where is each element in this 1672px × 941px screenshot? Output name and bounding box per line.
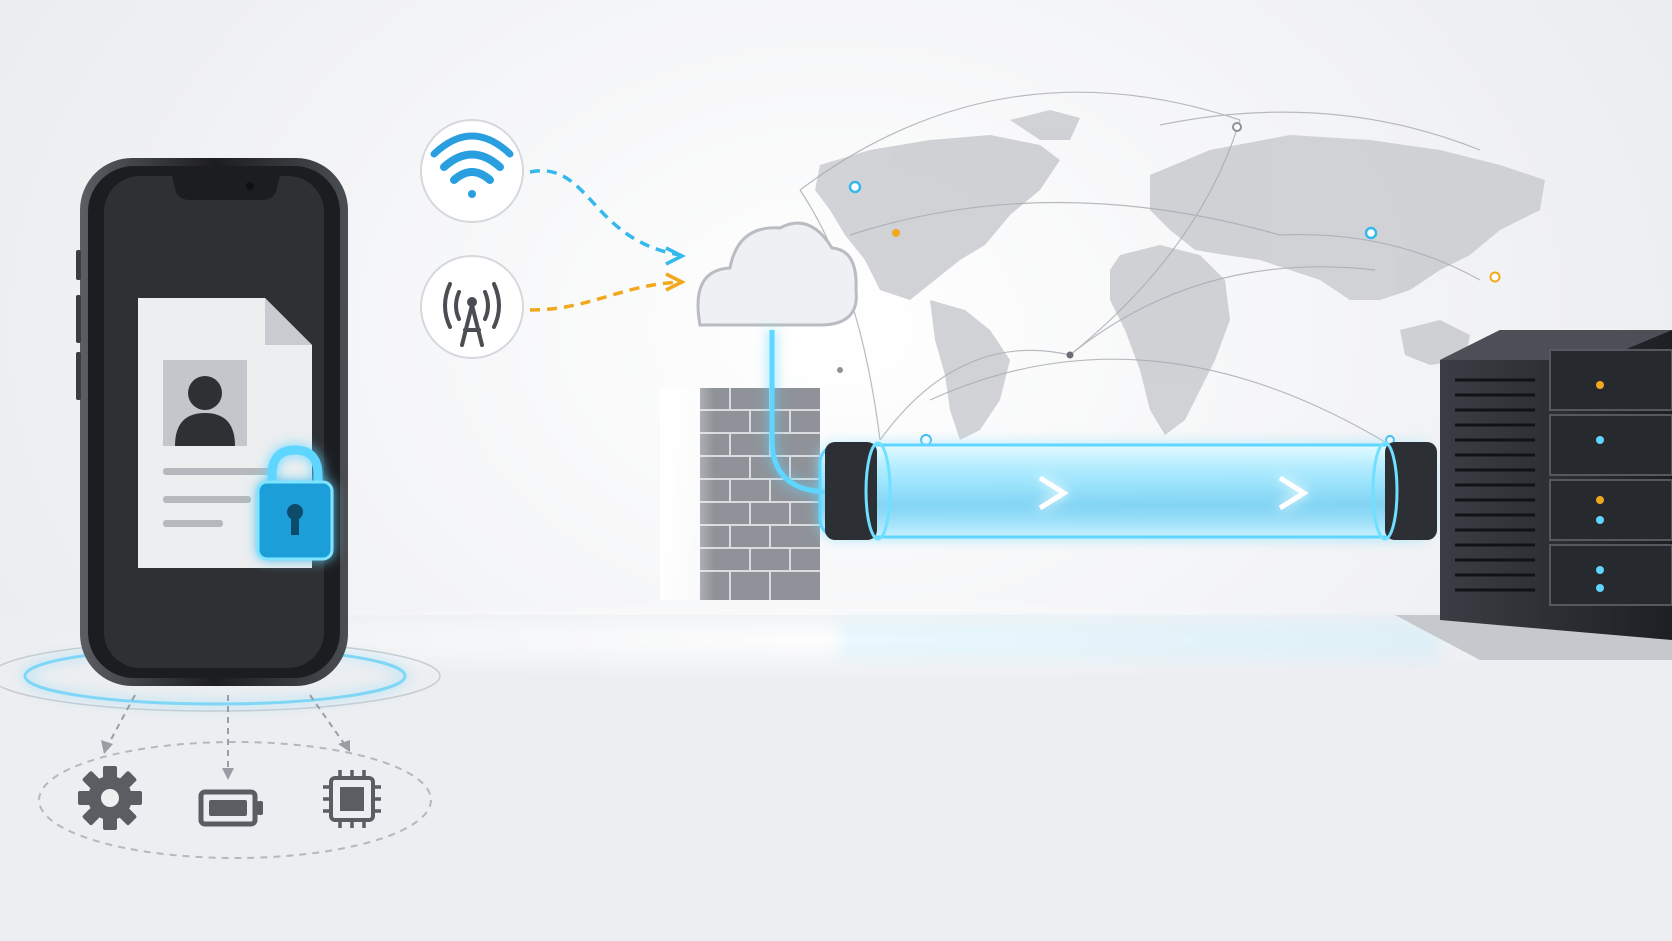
server-led [1596, 584, 1604, 592]
user-profile-icon [175, 376, 235, 446]
server-rack-icon [1395, 330, 1672, 660]
cloud-icon [696, 221, 858, 327]
wifi-badge [420, 119, 524, 223]
server-led [1596, 436, 1604, 444]
tube-cap-left [825, 442, 877, 540]
cell-connector [529, 280, 681, 312]
gear-icon [78, 766, 142, 830]
cell-connector-arrow [665, 272, 686, 292]
network-nodes [837, 122, 1501, 446]
cell-tower-icon [443, 282, 501, 347]
wifi-connector [529, 169, 681, 257]
wifi-icon [430, 132, 514, 198]
battery-icon [198, 789, 263, 827]
tube-reflection [840, 620, 1440, 660]
phone-notch [172, 176, 280, 200]
wifi-connector-arrow [665, 246, 686, 266]
world-map-icon [815, 110, 1545, 440]
firewall-icon [660, 388, 820, 600]
cpu-chip-icon [323, 770, 381, 828]
flow-arrow-2 [1278, 475, 1309, 511]
padlock-icon [256, 445, 334, 561]
server-led [1596, 566, 1604, 574]
server-led [1596, 496, 1604, 504]
secure-tunnel [818, 441, 1489, 541]
tube-cap-right [1385, 442, 1437, 540]
server-led [1596, 516, 1604, 524]
flow-arrow-1 [1038, 475, 1069, 511]
device-resources-ring [38, 741, 432, 859]
server-led [1596, 381, 1604, 389]
phone-connector-arrows [101, 740, 350, 780]
phone-connectors [107, 694, 346, 772]
cell-tower-badge [420, 255, 524, 359]
cloud-cable [769, 330, 831, 495]
